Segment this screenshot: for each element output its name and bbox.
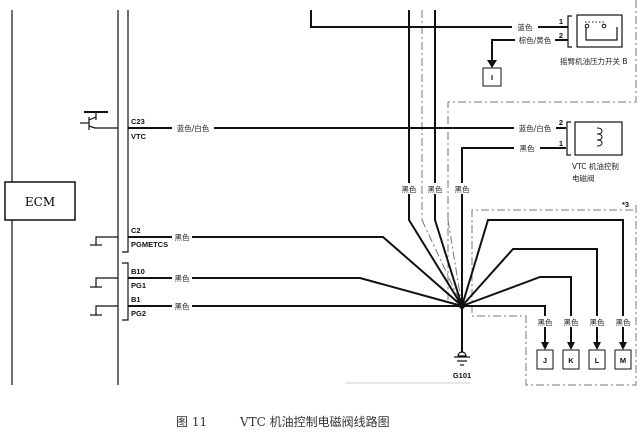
wire-label: 黑色 — [175, 301, 190, 311]
pin-pgmetcs: PGMETCS — [131, 240, 168, 249]
option-zone-border — [471, 205, 637, 386]
wire-label: 黑色 — [455, 184, 470, 194]
ref-box-i — [482, 67, 502, 87]
switch-zone-border — [447, 0, 637, 300]
wire-label: 黑色 — [428, 184, 443, 194]
vtc-label: VTC 机油控制 — [572, 161, 619, 171]
wire-label: 黑色 — [564, 317, 579, 327]
wire-label: 黑色 — [402, 184, 417, 194]
pin-c23: C23 — [131, 117, 145, 126]
oil-pressure-switch — [567, 14, 623, 48]
pin-vtc: VTC — [131, 132, 147, 141]
switch-pin-1: 1 — [559, 17, 563, 26]
pin-pg2: PG2 — [131, 309, 146, 318]
wire-label: 黑色 — [538, 317, 553, 327]
wire-label: 黑色 — [616, 317, 631, 327]
ref-boxes: J K L M — [536, 349, 632, 370]
connector-bracket-b — [122, 262, 129, 321]
switch-label: 摇臂机油压力开关 B — [560, 56, 628, 66]
vtc-label-2: 电磁阀 — [572, 173, 595, 183]
wire-label: 黑色 — [590, 317, 605, 327]
pin-c2: C2 — [131, 226, 141, 235]
ground-label: G101 — [453, 371, 471, 380]
wire-label: 黑色 — [175, 232, 190, 242]
vtc-pin-2: 2 — [559, 118, 563, 127]
wire-label: 蓝色 — [518, 22, 533, 32]
ref-j: J — [543, 356, 547, 365]
ground-g101-icon — [454, 351, 470, 366]
splice-point — [459, 303, 465, 309]
vtc-solenoid — [566, 121, 623, 156]
pin-pg1: PG1 — [131, 281, 146, 290]
pin-b1: B1 — [131, 295, 141, 304]
chassis-ground-icon — [90, 236, 118, 316]
wire-label: 黑色 — [175, 273, 190, 283]
connector-bracket-c — [122, 10, 129, 253]
wire-labels: 蓝色 棕色/黄色 蓝色/白色 蓝色/白色 黑色 黑色 黑色 黑色 黑色 黑色 黑… — [172, 21, 633, 327]
wire-label: 棕色/黄色 — [519, 35, 552, 45]
pin-b10: B10 — [131, 267, 145, 276]
ref-l: L — [595, 356, 600, 365]
wires — [128, 10, 624, 353]
figure-number: 图 11 — [176, 415, 207, 429]
option-note: *3 — [622, 200, 629, 209]
wire-label: 黑色 — [520, 143, 535, 153]
ecm-box — [4, 181, 76, 221]
ecm-label: ECM — [25, 195, 55, 209]
switch-pin-2: 2 — [559, 31, 563, 40]
ref-label-i: I — [491, 73, 493, 82]
transistor-icon — [80, 111, 118, 130]
figure-title: VTC 机油控制电磁阀线路图 — [239, 414, 390, 429]
ref-m: M — [620, 356, 626, 365]
wire-label: 蓝色/白色 — [519, 123, 552, 133]
ref-k: K — [568, 356, 574, 365]
vtc-pin-1: 1 — [559, 139, 563, 148]
arrow-icons — [541, 342, 627, 350]
wire-label: 蓝色/白色 — [177, 123, 210, 133]
